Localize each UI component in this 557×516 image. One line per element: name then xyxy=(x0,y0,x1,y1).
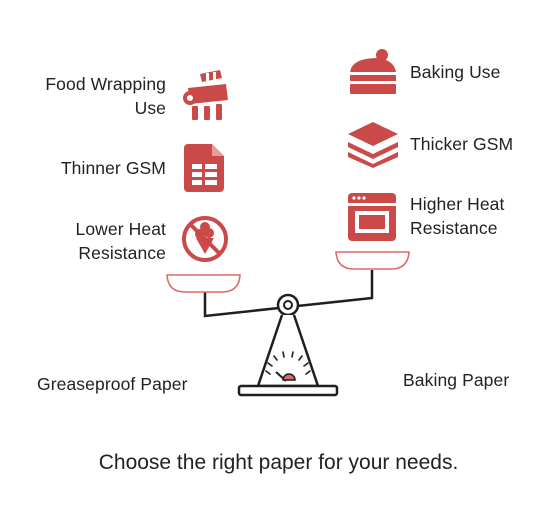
baking-use-label: Baking Use xyxy=(410,62,501,82)
document-sheet-icon xyxy=(184,144,226,192)
higher-heat-label: Higher Heat Resistance xyxy=(410,194,505,238)
cake-icon xyxy=(348,48,398,96)
scale-dial xyxy=(265,351,311,375)
scale-pivot xyxy=(276,293,300,317)
food-wrapping-label: Food Wrapping Use xyxy=(45,74,166,118)
baking-paper-label: Baking Paper xyxy=(403,370,510,390)
thinner-gsm-label: Thinner GSM xyxy=(60,158,166,178)
scale-base xyxy=(237,384,339,397)
right-pan xyxy=(335,251,410,270)
stacked-layers-icon xyxy=(348,122,398,168)
thicker-gsm-label: Thicker GSM xyxy=(410,134,514,154)
caption: Choose the right paper for your needs. xyxy=(98,451,459,474)
left-pan xyxy=(166,274,241,293)
oven-icon xyxy=(348,193,396,241)
no-ice-cream-icon xyxy=(180,214,230,264)
greaseproof-paper-label: Greaseproof Paper xyxy=(37,374,188,394)
lower-heat-label: Lower Heat Resistance xyxy=(75,219,166,263)
food-wrapping-icon xyxy=(180,70,232,122)
balance-scale xyxy=(166,251,410,397)
